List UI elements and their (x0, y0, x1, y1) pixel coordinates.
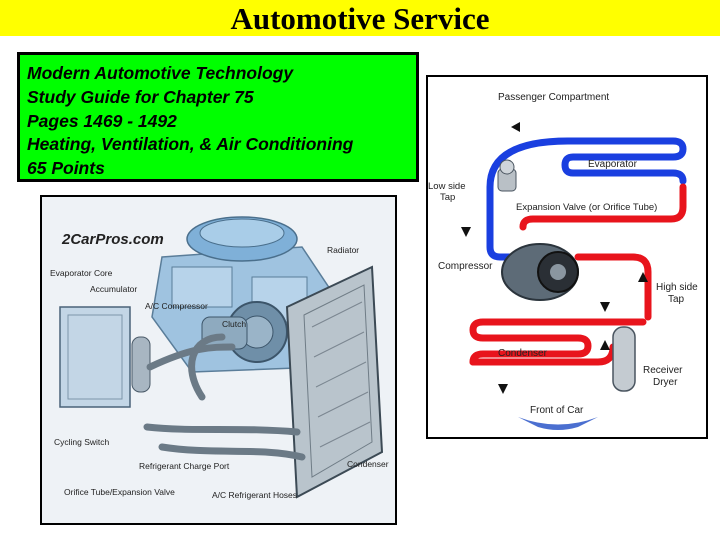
label-compressor: Compressor (438, 261, 493, 272)
label-receiver: Receiver (643, 365, 683, 376)
receiver-dryer (612, 326, 636, 392)
evaporator-core (59, 306, 151, 408)
info-line-book: Modern Automotive Technology (27, 63, 294, 83)
label-front-of-car: Front of Car (530, 405, 584, 416)
page-title: Automotive Service (230, 1, 490, 36)
label-ac-compressor: A/C Compressor (145, 301, 208, 311)
label-radiator: Radiator (327, 245, 359, 255)
compressor (501, 243, 579, 301)
label-evaporator-core: Evaporator Core (50, 268, 113, 278)
label-evaporator: Evaporator (588, 159, 638, 170)
label-orifice-tube: Orifice Tube/Expansion Valve (64, 487, 175, 497)
info-line-pages: Pages 1469 - 1492 (27, 110, 177, 131)
label-ac-hoses: A/C Refrigerant Hoses (212, 490, 297, 500)
label-cycling-switch: Cycling Switch (54, 437, 110, 447)
ac-flow-drawing: Passenger Compartment Evaporator Low sid… (428, 92, 698, 430)
study-guide-info-box: Modern Automotive Technology Study Guide… (17, 52, 419, 182)
ac-compressor (201, 301, 288, 363)
radiator-condenser (285, 265, 384, 499)
flow-arrows (461, 122, 648, 394)
low-side-line (486, 137, 572, 261)
label-refrigerant-charge-port: Refrigerant Charge Port (139, 461, 230, 471)
label-receiver-dryer: Dryer (653, 377, 678, 388)
high-side-line (519, 183, 687, 321)
label-passenger-compartment: Passenger Compartment (498, 92, 609, 103)
ac-flow-diagram: Passenger Compartment Evaporator Low sid… (426, 75, 708, 439)
label-condenser: Condenser (347, 459, 389, 469)
label-clutch: Clutch (222, 319, 246, 329)
label-expansion-valve: Expansion Valve (or Orifice Tube) (516, 202, 657, 213)
ac-components-drawing: 2CarPros.com Radiator Evaporator Core Ac… (42, 197, 395, 523)
ac-components-illustration: 2CarPros.com Radiator Evaporator Core Ac… (40, 195, 397, 525)
info-line-topic: Heating, Ventilation, & Air Conditioning (27, 134, 354, 155)
label-high-side: High side (656, 282, 698, 293)
label-low-side: Low side (428, 181, 466, 192)
ac-hoses (143, 333, 306, 461)
label-condenser: Condenser (498, 348, 548, 359)
label-accumulator: Accumulator (90, 284, 137, 294)
label-high-side-tap: Tap (668, 294, 685, 305)
label-low-side-tap: Tap (440, 192, 455, 203)
info-line-points: 65 Points (27, 158, 105, 179)
photo-watermark: 2CarPros.com (61, 231, 164, 248)
info-line-chapter: Study Guide for Chapter 75 (27, 86, 254, 107)
evaporator-coil (561, 137, 687, 185)
title-bar: Automotive Service (0, 0, 720, 36)
expansion-valve (497, 159, 517, 192)
front-of-car-arrow (518, 417, 598, 430)
